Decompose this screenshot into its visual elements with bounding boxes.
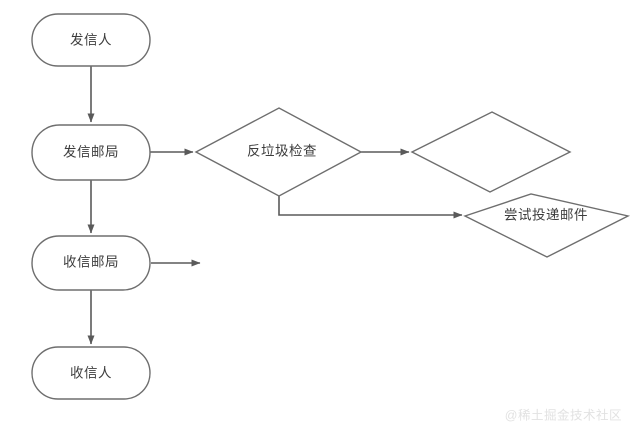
- node-receiver-shape: [31, 346, 151, 400]
- node-sender-office-shape: [31, 124, 151, 181]
- edge-antispam-check-to-try-deliver: [278, 196, 463, 219]
- node-antispam-check[interactable]: 反垃圾检查: [194, 107, 363, 197]
- node-sender-office[interactable]: 发信邮局: [31, 124, 151, 181]
- node-receiver[interactable]: 收信人: [31, 346, 151, 400]
- node-try-deliver-label: 尝试投递邮件: [504, 208, 588, 223]
- node-receiver-office[interactable]: 收信邮局: [31, 235, 151, 291]
- node-try-deliver[interactable]: 尝试投递邮件: [463, 193, 631, 258]
- node-try-deliver-shape: [463, 193, 631, 258]
- node-sender-label: 发信人: [70, 33, 112, 48]
- watermark-label: @稀土掘金技术社区: [505, 407, 622, 422]
- node-sender[interactable]: 发信人: [31, 13, 151, 67]
- node-unlabeled-decision-shape: [410, 111, 572, 193]
- connector-layer: [87, 66, 463, 345]
- node-receiver-label: 收信人: [70, 366, 112, 381]
- node-unlabeled-decision[interactable]: [410, 111, 572, 193]
- node-antispam-check-label: 反垃圾检查: [247, 144, 317, 159]
- node-sender-office-label: 发信邮局: [63, 145, 119, 160]
- node-sender-shape: [31, 13, 151, 67]
- node-receiver-office-shape: [31, 235, 151, 291]
- node-receiver-office-label: 收信邮局: [63, 255, 119, 270]
- node-antispam-check-shape: [194, 107, 363, 197]
